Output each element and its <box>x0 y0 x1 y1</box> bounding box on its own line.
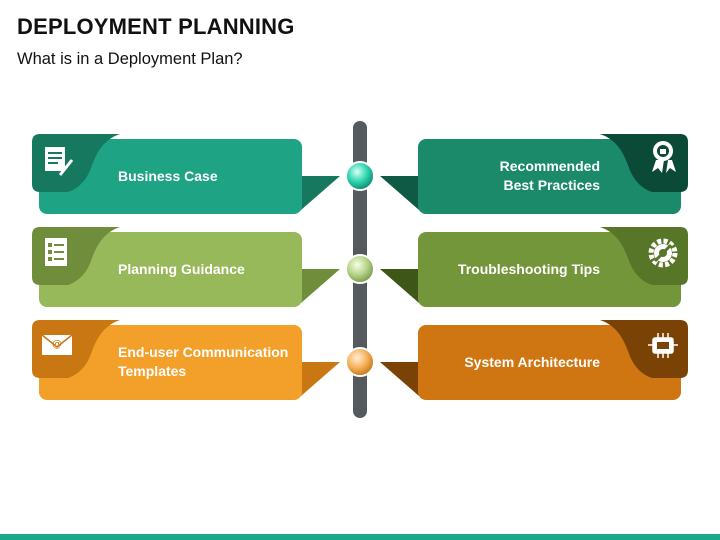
timeline-node-3 <box>345 347 375 377</box>
card-business-case <box>32 134 340 214</box>
card-body <box>39 139 302 214</box>
chip-network-icon <box>648 333 678 358</box>
label-troubleshooting-tips: Troubleshooting Tips <box>457 260 600 277</box>
card-system-architecture <box>380 320 688 400</box>
connector-arrow <box>380 269 419 303</box>
connector-arrow <box>301 362 340 396</box>
card-body <box>418 232 681 307</box>
connector-arrow <box>380 362 419 396</box>
label-planning-guidance: Planning Guidance <box>118 260 245 277</box>
card-body <box>39 325 302 400</box>
card-body <box>418 139 681 214</box>
icon-tab <box>32 320 120 378</box>
timeline-node-2 <box>345 254 375 284</box>
page-title: DEPLOYMENT PLANNING <box>17 14 295 39</box>
connector-arrow <box>301 269 340 303</box>
card-body <box>418 325 681 400</box>
timeline-node-1 <box>345 161 375 191</box>
label-business-case: Business Case <box>118 167 218 184</box>
connector-arrow <box>380 176 419 210</box>
card-end-user-communication-templates: @ <box>32 320 340 400</box>
gear-wrench-icon <box>648 238 678 268</box>
document-pen-icon <box>45 147 74 176</box>
icon-tab <box>600 320 688 378</box>
svg-text:@: @ <box>52 339 62 350</box>
card-troubleshooting-tips <box>380 227 688 307</box>
email-envelope-icon: @ <box>41 334 73 355</box>
page-subtitle: What is in a Deployment Plan? <box>17 50 243 68</box>
label-recommended-best-practices: Recommended Best Practices <box>499 158 600 193</box>
card-planning-guidance <box>32 227 340 307</box>
card-recommended-best-practices <box>380 134 688 214</box>
checklist-icon <box>45 238 67 266</box>
label-end-user-communication-templates: End-user Communication Templates <box>118 344 289 379</box>
label-system-architecture: System Architecture <box>464 353 600 370</box>
bottom-accent-bar <box>0 534 720 540</box>
connector-arrow <box>301 176 340 210</box>
award-ribbon-icon <box>652 141 676 173</box>
card-body <box>39 232 302 307</box>
